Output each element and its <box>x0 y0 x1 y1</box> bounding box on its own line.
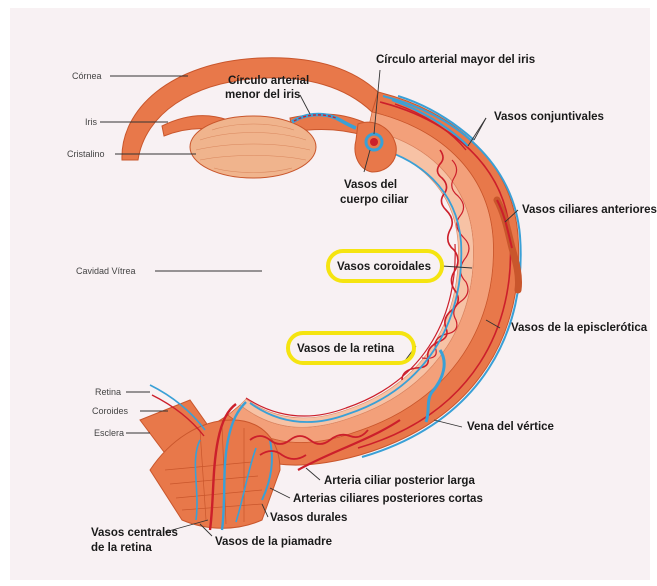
lens <box>190 116 316 178</box>
leader-minor-circle <box>300 95 310 114</box>
label-vitreous: Cavidad Vítrea <box>76 266 136 276</box>
label-choroid: Coroides <box>92 406 129 416</box>
label-central-retinal-1: Vasos centrales <box>91 527 178 539</box>
label-ciliary-body-1: Vasos del <box>344 179 397 191</box>
label-iris: Iris <box>85 117 97 127</box>
label-pial: Vasos de la piamadre <box>215 536 332 548</box>
label-short-post-ciliary: Arterias ciliares posteriores cortas <box>293 493 483 505</box>
label-retinal: Vasos de la retina <box>297 343 395 355</box>
label-dural: Vasos durales <box>270 512 347 524</box>
label-conjunctival: Vasos conjuntivales <box>494 111 604 123</box>
label-episcleral: Vasos de la episclerótica <box>511 322 648 334</box>
label-choroidal: Vasos coroidales <box>337 261 431 273</box>
label-sclera: Esclera <box>94 428 124 438</box>
label-minor-circle-1: Círculo arterial <box>228 75 309 87</box>
label-retina: Retina <box>95 387 121 397</box>
label-central-retinal-2: de la retina <box>91 542 152 554</box>
leader-vortex <box>434 420 462 427</box>
label-minor-circle-2: menor del iris <box>225 89 300 101</box>
leader-short-post <box>270 488 290 498</box>
label-ciliary-body-2: cuerpo ciliar <box>340 194 409 206</box>
label-anterior-ciliary: Vasos ciliares anteriores <box>522 204 657 216</box>
leader-long-post <box>306 468 320 480</box>
label-lens: Cristalino <box>67 149 105 159</box>
label-vortex-vein: Vena del vértice <box>467 421 554 433</box>
label-long-post-ciliary: Arteria ciliar posterior larga <box>324 475 475 487</box>
leader-conjunctival-2 <box>474 118 486 140</box>
label-major-circle: Círculo arterial mayor del iris <box>376 54 535 66</box>
major-arterial-circle-red <box>370 138 378 146</box>
label-cornea: Córnea <box>72 71 102 81</box>
